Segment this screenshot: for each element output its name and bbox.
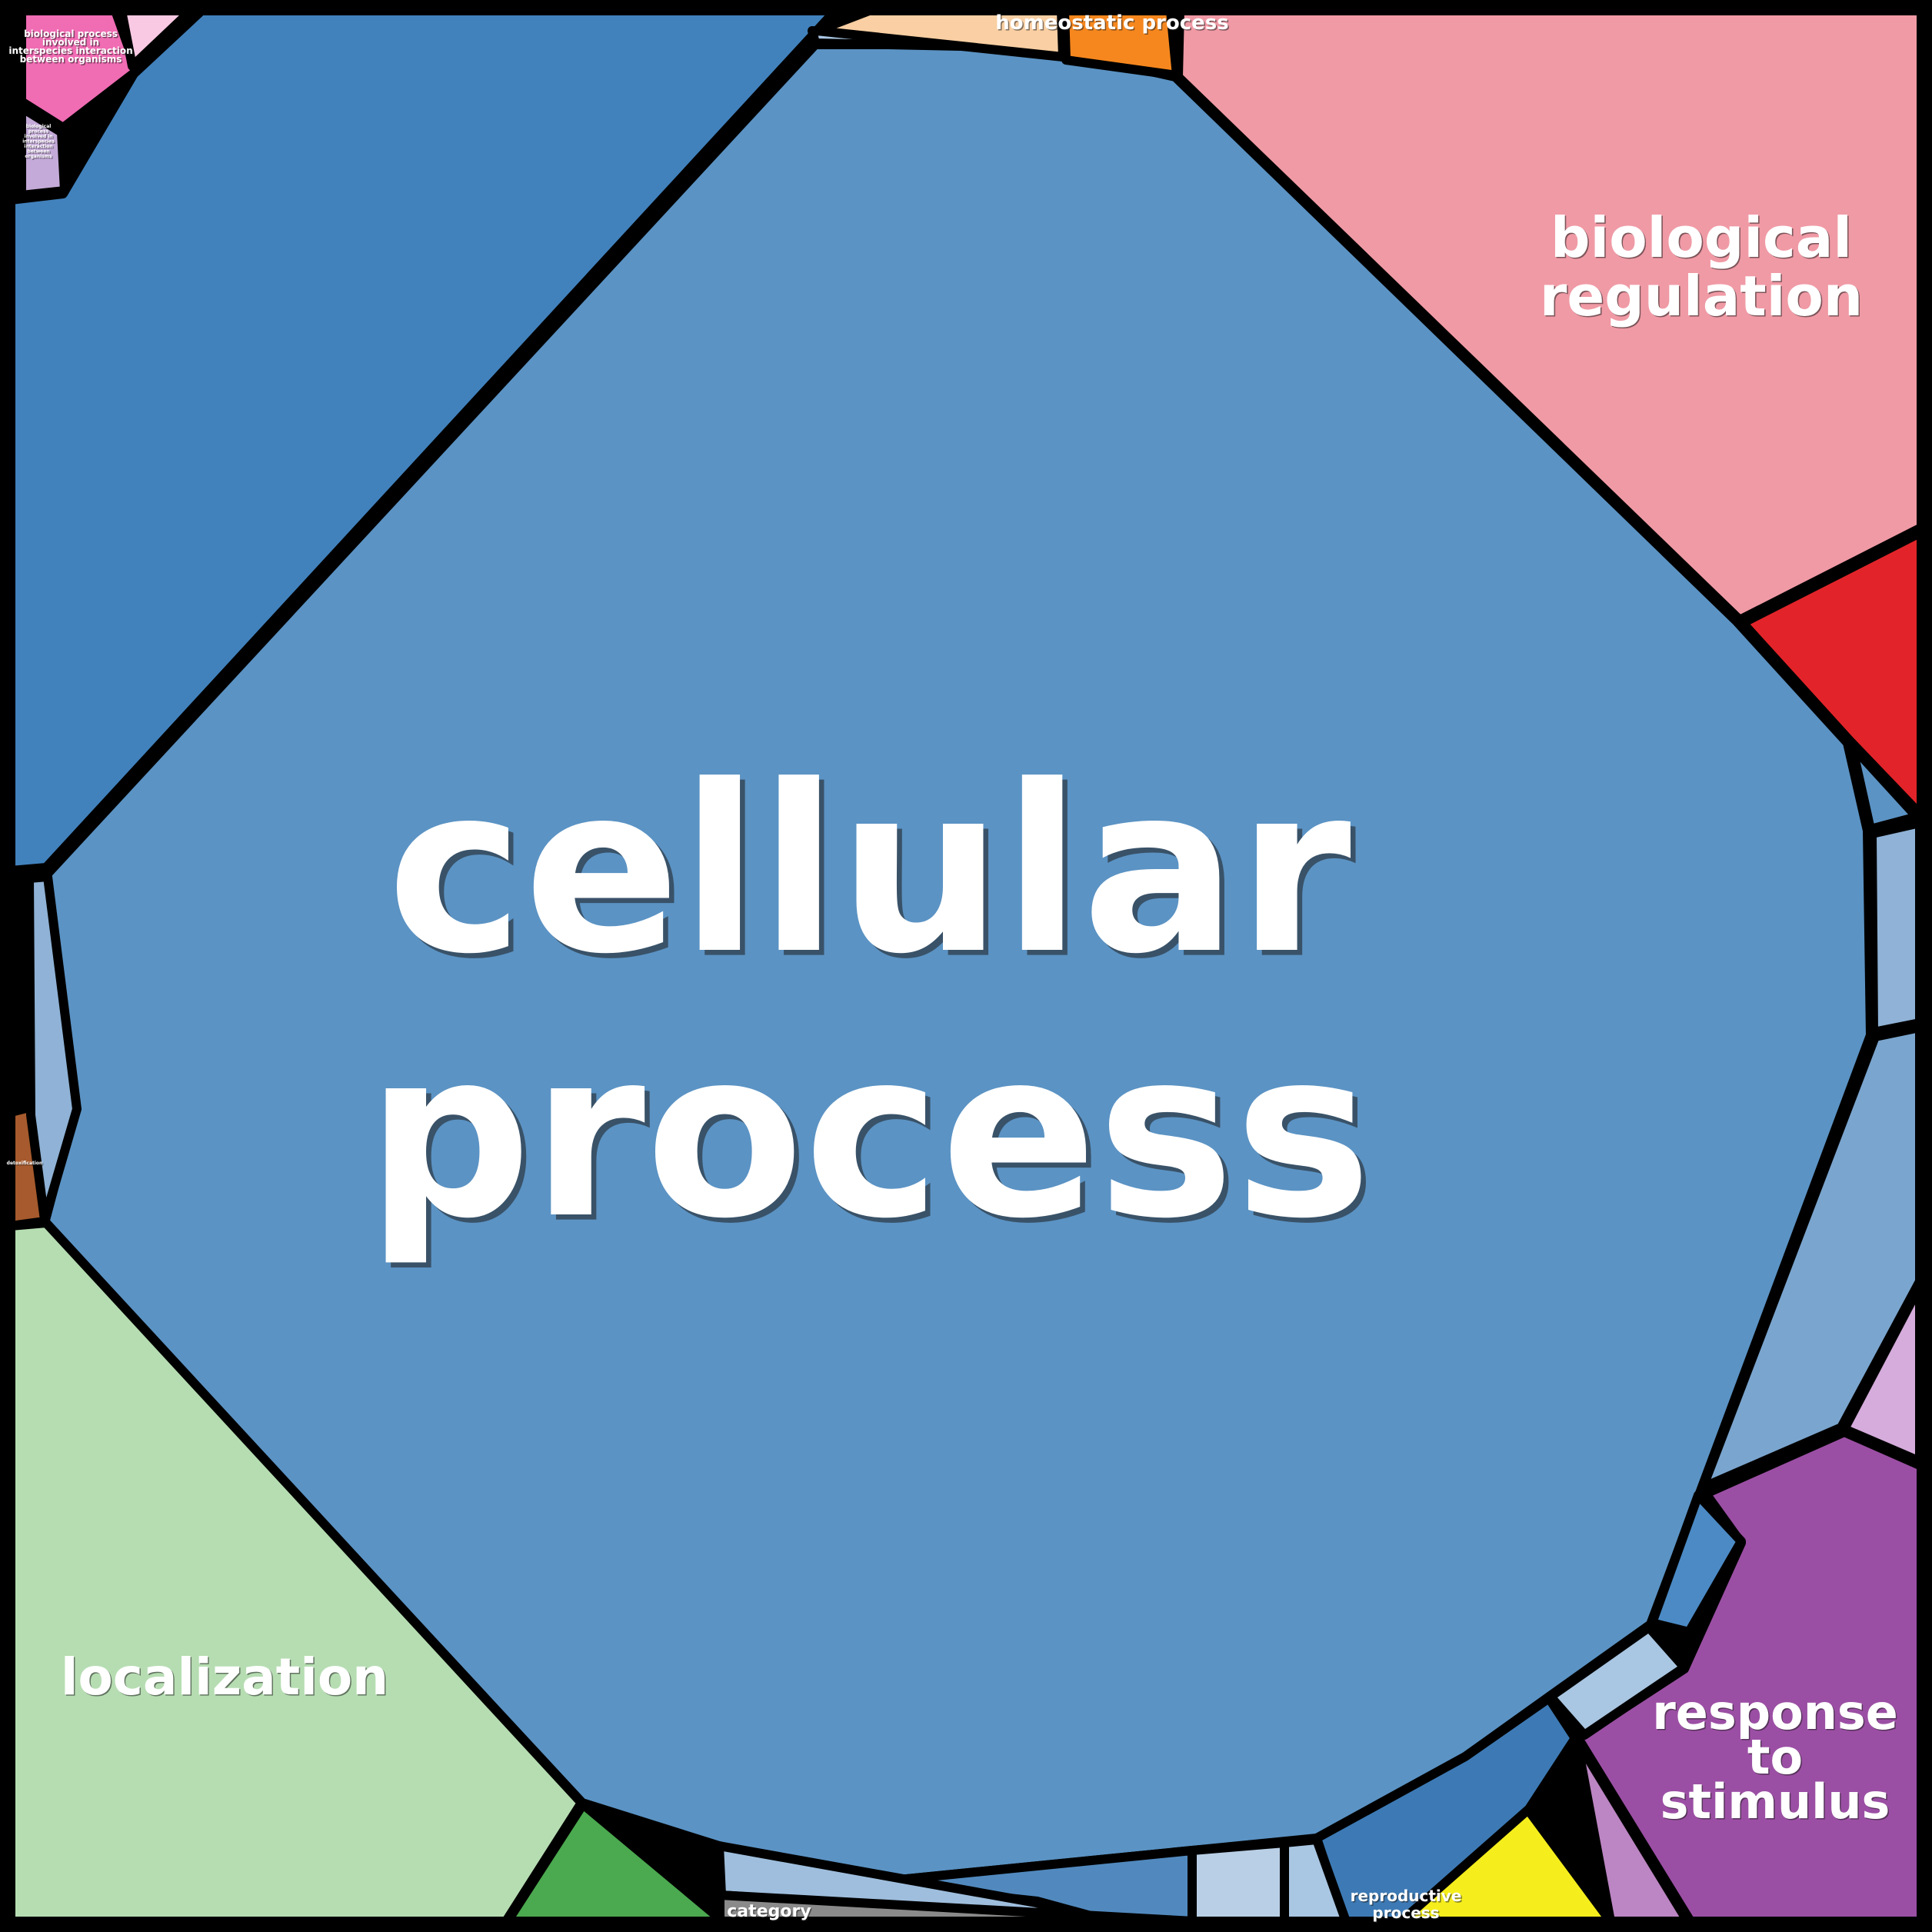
region-bottom-sliver-light-1[interactable] (1188, 1838, 1289, 1926)
svg-text:detoxification: detoxification (7, 1161, 43, 1166)
region-light-blue-diag-sliver[interactable] (1546, 1623, 1689, 1740)
svg-text:detoxification: detoxification (8, 1162, 44, 1168)
region-red-region[interactable] (1738, 528, 1926, 820)
region-right-column-upper[interactable] (1867, 818, 1924, 1037)
svg-text:homeostatic process: homeostatic process (997, 13, 1231, 36)
svg-text:homeostatic process: homeostatic process (995, 12, 1229, 35)
region-dark-blue-cluster[interactable] (6, 6, 840, 875)
region-polygons (6, 6, 1926, 1926)
region-right-wedge[interactable] (1847, 741, 1921, 834)
region-light-purple[interactable] (1572, 1735, 1692, 1926)
svg-text:localization: localization (62, 1649, 389, 1708)
region-lavender-interspecies[interactable] (17, 103, 69, 200)
svg-text:category: category (728, 1904, 812, 1923)
region-bottom-sliver-light-2[interactable] (1280, 1835, 1351, 1926)
region-pink-interspecies[interactable] (17, 6, 142, 132)
svg-text:category: category (727, 1902, 811, 1921)
region-blue-square-sliver[interactable] (1647, 1491, 1746, 1637)
region-light-pink-wedge[interactable] (117, 6, 195, 71)
region-left-sliver[interactable] (25, 872, 82, 1224)
svg-text:localization: localization (61, 1647, 388, 1707)
region-dark-blue-band[interactable] (1312, 1694, 1580, 1926)
region-gray-category[interactable] (715, 1890, 1198, 1926)
